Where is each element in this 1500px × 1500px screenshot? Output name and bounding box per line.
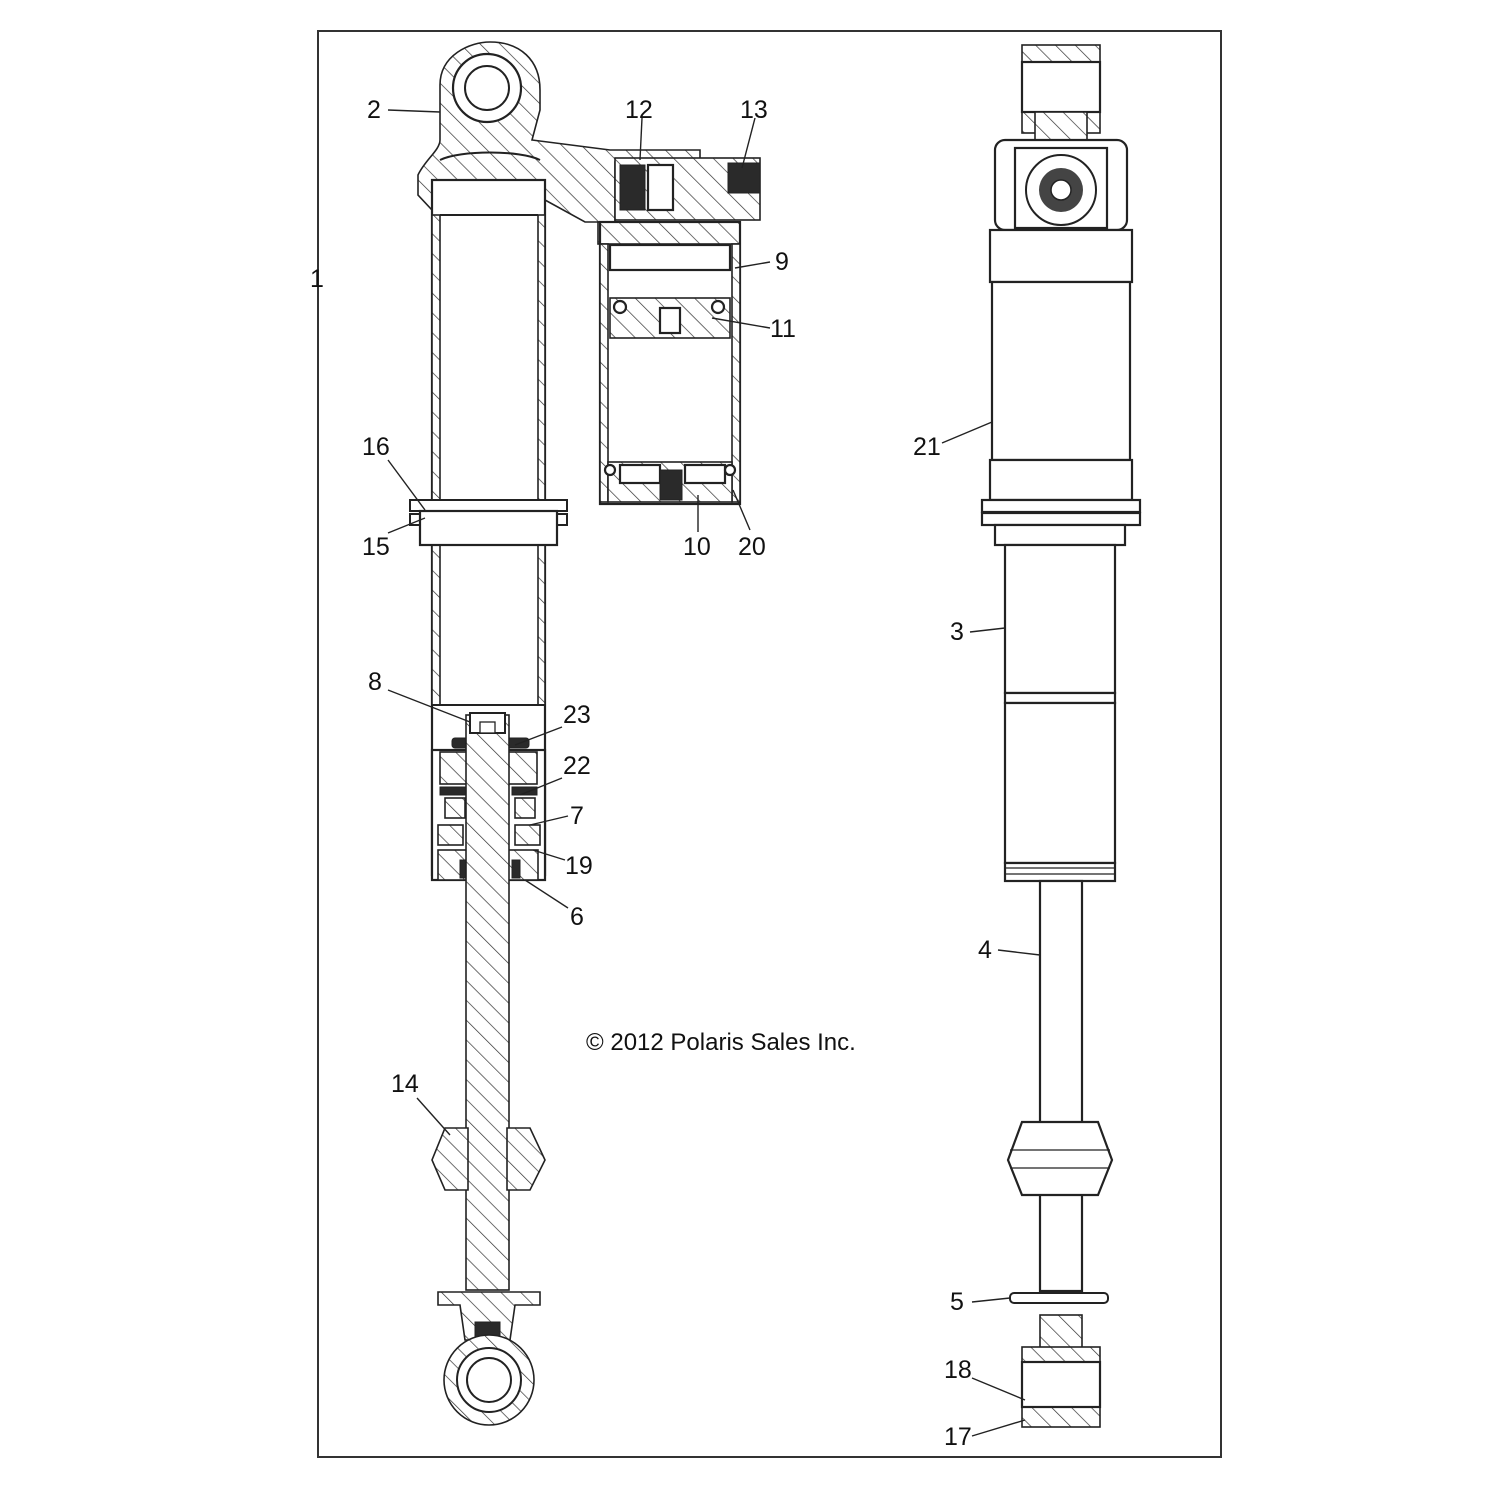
top-eyelet-bushing-inner xyxy=(464,65,510,111)
external-shaft xyxy=(1038,879,1084,1293)
callout-label-23: 23 xyxy=(563,701,591,729)
callout-label-1: 1 xyxy=(310,265,324,293)
callout-label-2: 2 xyxy=(367,96,381,124)
external-washer xyxy=(1009,1292,1109,1304)
sectioned-shock-assembly xyxy=(409,41,701,1426)
callout-label-5: 5 xyxy=(950,1288,964,1316)
callout-label-14: 14 xyxy=(391,1070,419,1098)
diagram-frame xyxy=(317,30,1222,1458)
callout-label-8: 8 xyxy=(368,668,382,696)
external-body-tube xyxy=(990,280,1132,462)
callout-labels: 1 2 3 4 5 6 7 8 9 10 11 12 13 14 15 16 1… xyxy=(310,96,992,1451)
bump-stop xyxy=(431,1127,469,1191)
callout-label-13: 13 xyxy=(740,96,768,124)
callout-label-10: 10 xyxy=(683,533,711,561)
callout-label-12: 12 xyxy=(625,96,653,124)
callout-label-4: 4 xyxy=(978,936,992,964)
callout-label-18: 18 xyxy=(944,1356,972,1384)
callout-label-20: 20 xyxy=(738,533,766,561)
callout-label-7: 7 xyxy=(570,802,584,830)
spring-seat-ring-upper xyxy=(409,499,568,512)
callout-label-19: 19 xyxy=(565,852,593,880)
callout-label-15: 15 xyxy=(362,533,390,561)
external-spring-seat xyxy=(980,498,1142,514)
external-shaft-cover xyxy=(1003,543,1117,695)
shaft xyxy=(465,714,510,1291)
external-shock-assembly xyxy=(980,44,1142,1428)
reservoir-assembly xyxy=(597,157,761,506)
leader-lines xyxy=(387,109,1041,1437)
copyright-notice: © 2012 Polaris Sales Inc. xyxy=(586,1029,856,1056)
callout-label-21: 21 xyxy=(913,433,941,461)
callout-label-11: 11 xyxy=(770,315,796,343)
reservoir-cap xyxy=(597,221,741,245)
callout-label-9: 9 xyxy=(775,248,789,276)
callout-label-3: 3 xyxy=(950,618,964,646)
callout-label-22: 22 xyxy=(563,752,591,780)
callout-label-16: 16 xyxy=(362,433,390,461)
callout-label-17: 17 xyxy=(944,1423,972,1451)
external-bump-stop xyxy=(1006,1120,1114,1197)
callout-label-6: 6 xyxy=(570,903,584,931)
